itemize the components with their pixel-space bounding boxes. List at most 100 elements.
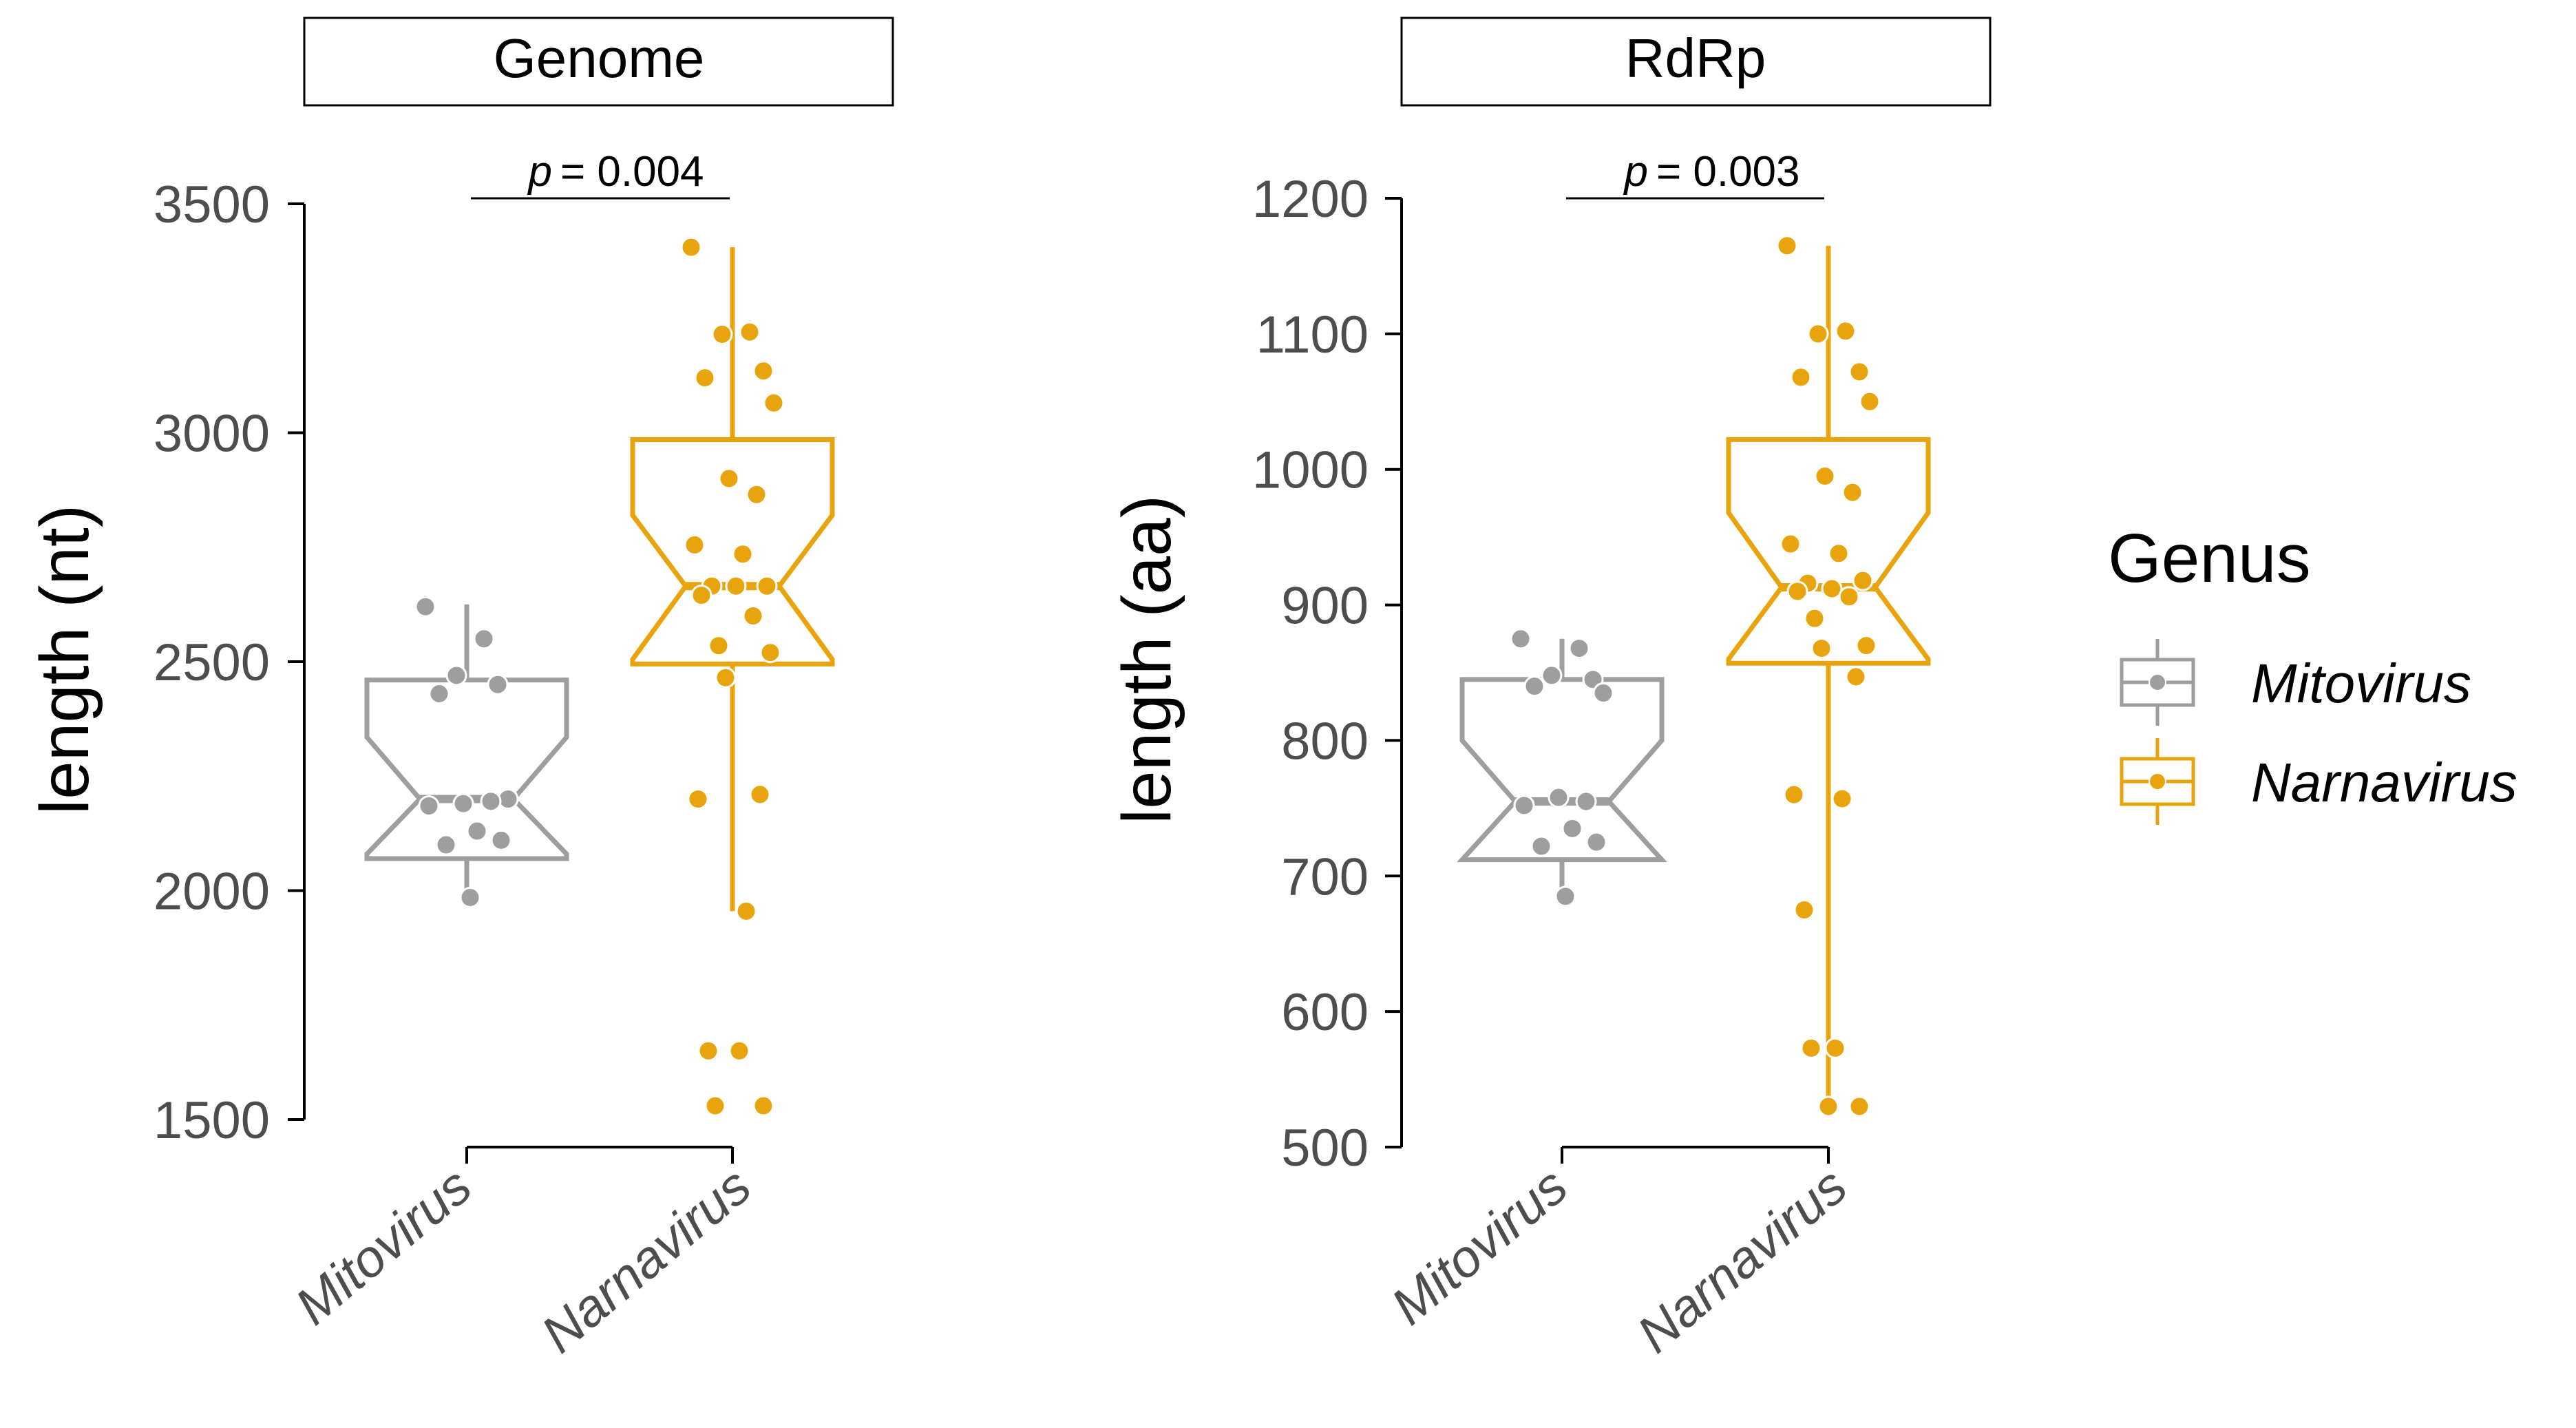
data-point	[1790, 366, 1812, 388]
points	[414, 236, 785, 1117]
data-point	[414, 596, 436, 618]
data-point	[1804, 607, 1826, 629]
data-point	[1568, 638, 1590, 660]
data-point	[1814, 465, 1836, 487]
panel-title: RdRp	[1625, 28, 1766, 89]
data-point	[680, 236, 702, 258]
x-category-label: Narnavirus	[531, 1157, 762, 1364]
data-point	[1523, 675, 1545, 697]
data-point	[1530, 835, 1552, 857]
data-point	[752, 1095, 774, 1117]
data-point	[1776, 235, 1798, 257]
data-point	[1845, 666, 1867, 688]
data-point	[445, 664, 467, 686]
panel-title: Genome	[494, 28, 705, 89]
data-point	[1592, 682, 1614, 704]
data-point	[759, 642, 781, 664]
data-point	[1841, 481, 1864, 503]
data-point	[735, 900, 757, 922]
data-point	[746, 483, 768, 505]
legend-key-narnavirus	[2120, 738, 2195, 825]
box-body	[1726, 437, 1931, 666]
data-point	[1786, 580, 1808, 602]
y-tick-label: 700	[1281, 848, 1369, 906]
data-point	[1821, 578, 1843, 600]
y-tick-label: 2500	[154, 633, 270, 692]
data-point	[1859, 390, 1881, 412]
data-point	[1585, 831, 1607, 853]
data-point	[728, 1040, 750, 1062]
strip-genome	[303, 17, 894, 107]
y-tick-label: 600	[1281, 983, 1369, 1042]
data-point	[418, 795, 440, 817]
strip-rdrp	[1400, 17, 1992, 107]
data-point	[1838, 586, 1860, 608]
data-point	[435, 834, 457, 856]
y-tick-label: 3000	[154, 405, 270, 463]
data-point	[697, 1040, 719, 1062]
data-point	[1548, 786, 1570, 808]
data-point	[473, 628, 495, 650]
data-point	[739, 321, 761, 343]
significance-label: p= 0.003	[1623, 148, 1799, 196]
legend-key-point	[2149, 773, 2166, 790]
data-point	[1848, 361, 1870, 383]
data-point	[725, 575, 747, 597]
y-tick-label: 2000	[154, 863, 270, 921]
data-point	[708, 635, 730, 657]
y-tick-label: 500	[1281, 1119, 1369, 1177]
data-point	[452, 792, 474, 815]
p-value: = 0.004	[560, 148, 704, 196]
data-point	[428, 683, 450, 705]
box-body	[1457, 677, 1667, 863]
box-body	[630, 437, 835, 666]
data-point	[1561, 817, 1583, 839]
data-point	[1852, 569, 1874, 591]
data-point	[756, 575, 778, 597]
data-point	[704, 1095, 726, 1117]
data-point	[1817, 1095, 1839, 1117]
p-symbol: p	[527, 148, 551, 196]
data-point	[684, 534, 706, 556]
legend-key-mitovirus	[2120, 639, 2195, 726]
legend-label-narnavirus: Narnavirus	[2251, 752, 2517, 813]
legend-key-point	[2149, 673, 2166, 691]
y-tick-label: 900	[1281, 577, 1369, 636]
data-point	[480, 790, 502, 812]
data-point	[1848, 1095, 1870, 1117]
y-axis-title: length (nt)	[26, 505, 103, 815]
p-symbol: p	[1623, 148, 1647, 196]
data-point	[732, 543, 754, 565]
x-category-label: Mitovirus	[1380, 1157, 1579, 1336]
data-point	[690, 585, 712, 607]
box-body	[364, 678, 569, 861]
y-axis-title: length (aa)	[1108, 495, 1185, 824]
legend: Genus Mitovirus Narnavirus	[2108, 520, 2517, 825]
data-point	[1541, 664, 1563, 686]
data-point	[1835, 320, 1857, 342]
y-tick-label: 800	[1281, 712, 1369, 770]
data-point	[742, 605, 764, 627]
legend-label-mitovirus: Mitovirus	[2251, 653, 2471, 714]
data-point	[1780, 533, 1802, 555]
data-point	[1783, 784, 1805, 806]
y-tick-label: 1500	[154, 1091, 270, 1150]
data-point	[1807, 323, 1829, 345]
data-point	[1575, 790, 1597, 812]
legend-title: Genus	[2108, 520, 2311, 597]
data-point	[715, 666, 737, 689]
data-point	[718, 468, 740, 490]
x-category-label: Mitovirus	[284, 1157, 483, 1336]
data-point	[1554, 885, 1576, 907]
data-point	[763, 392, 785, 414]
data-point	[752, 360, 774, 382]
data-point	[1810, 638, 1833, 660]
data-point	[1793, 899, 1815, 921]
data-point	[1800, 1037, 1822, 1059]
data-point	[497, 788, 519, 810]
